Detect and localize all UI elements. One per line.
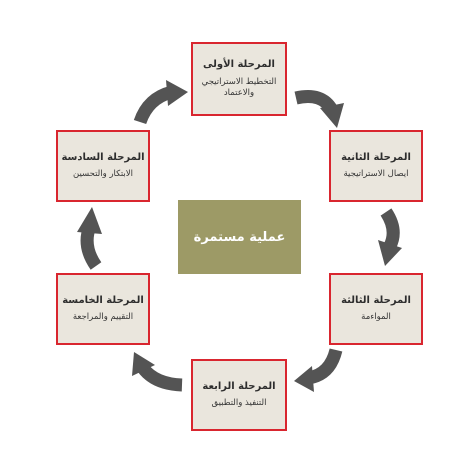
curved-arrow-icon: [294, 348, 343, 392]
curved-arrow-icon: [132, 352, 183, 392]
stage-5-box: المرحلة الخامسة التقييم والمراجعة: [56, 273, 150, 345]
stage-2-box: المرحلة الثانية ايصال الاستراتيجية: [329, 130, 423, 202]
curved-arrow-icon: [294, 90, 344, 128]
stage-3-box: المرحلة الثالثة المواءمة: [329, 273, 423, 345]
stage-3-title: المرحلة الثالثة: [341, 294, 411, 306]
center-box: عملية مستمرة: [178, 200, 301, 274]
stage-6-title: المرحلة السادسة: [61, 151, 145, 163]
stage-6-box: المرحلة السادسة الابتكار والتحسين: [56, 130, 150, 202]
stage-5-desc: التقييم والمراجعة: [72, 312, 134, 323]
stage-4-box: المرحلة الرابعة التنفيذ والتطبيق: [191, 359, 287, 431]
stage-4-title: المرحلة الرابعة: [202, 380, 276, 392]
stage-6-desc: الابتكار والتحسين: [73, 169, 133, 180]
stage-4-desc: التنفيذ والتطبيق: [211, 398, 267, 409]
center-label: عملية مستمرة: [193, 229, 286, 245]
stage-3-desc: المواءمة: [361, 312, 391, 323]
curved-arrow-icon: [77, 207, 102, 270]
curved-arrow-icon: [378, 208, 402, 266]
stage-2-title: المرحلة الثانية: [341, 151, 411, 163]
stage-1-desc: التخطيط الاستراتيجي والاعتماد: [201, 76, 277, 98]
stage-1-box: المرحلة الأولى التخطيط الاستراتيجي والاع…: [191, 42, 287, 116]
stage-5-title: المرحلة الخامسة: [62, 294, 144, 306]
curved-arrow-icon: [133, 80, 188, 125]
stage-2-desc: ايصال الاستراتيجية: [343, 169, 409, 180]
stage-1-title: المرحلة الأولى: [203, 59, 275, 71]
